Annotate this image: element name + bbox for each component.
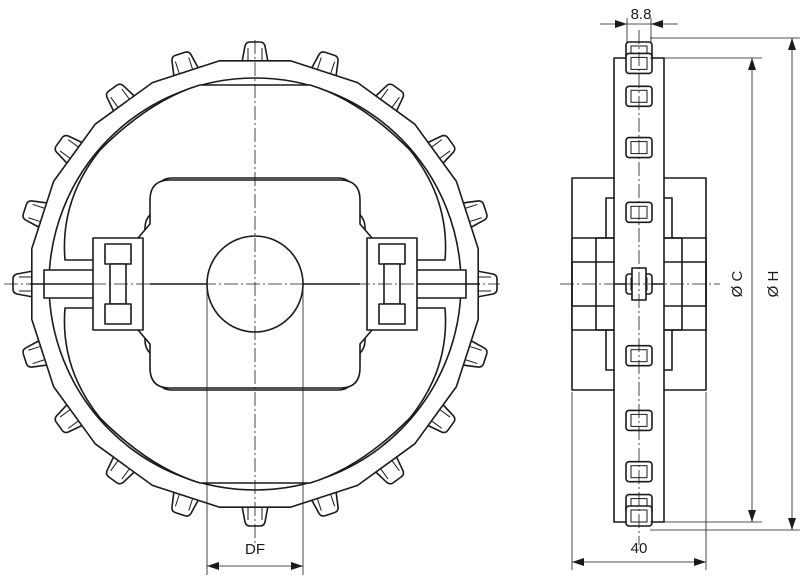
tooth	[105, 83, 136, 113]
df-dimension: DF	[206, 290, 304, 575]
tooth	[374, 455, 405, 485]
df-label: DF	[245, 541, 265, 558]
tooth-width-label: 8.8	[631, 6, 652, 23]
tooth	[54, 134, 84, 165]
hub-width-label: 40	[631, 540, 648, 557]
dia-h-label: Ø H	[765, 271, 782, 298]
dia-c-dimension: Ø C	[650, 57, 762, 523]
tooth	[105, 455, 136, 485]
tooth	[374, 83, 405, 113]
tooth-width-dimension: 8.8	[600, 6, 678, 44]
side-view	[560, 30, 720, 545]
tooth	[426, 134, 456, 165]
hub-width-dimension: 40	[571, 392, 707, 570]
dia-c-label: Ø C	[729, 271, 746, 298]
tooth	[54, 403, 84, 434]
front-view	[4, 40, 500, 545]
tooth	[426, 403, 456, 434]
dia-h-dimension: Ø H	[650, 37, 800, 531]
